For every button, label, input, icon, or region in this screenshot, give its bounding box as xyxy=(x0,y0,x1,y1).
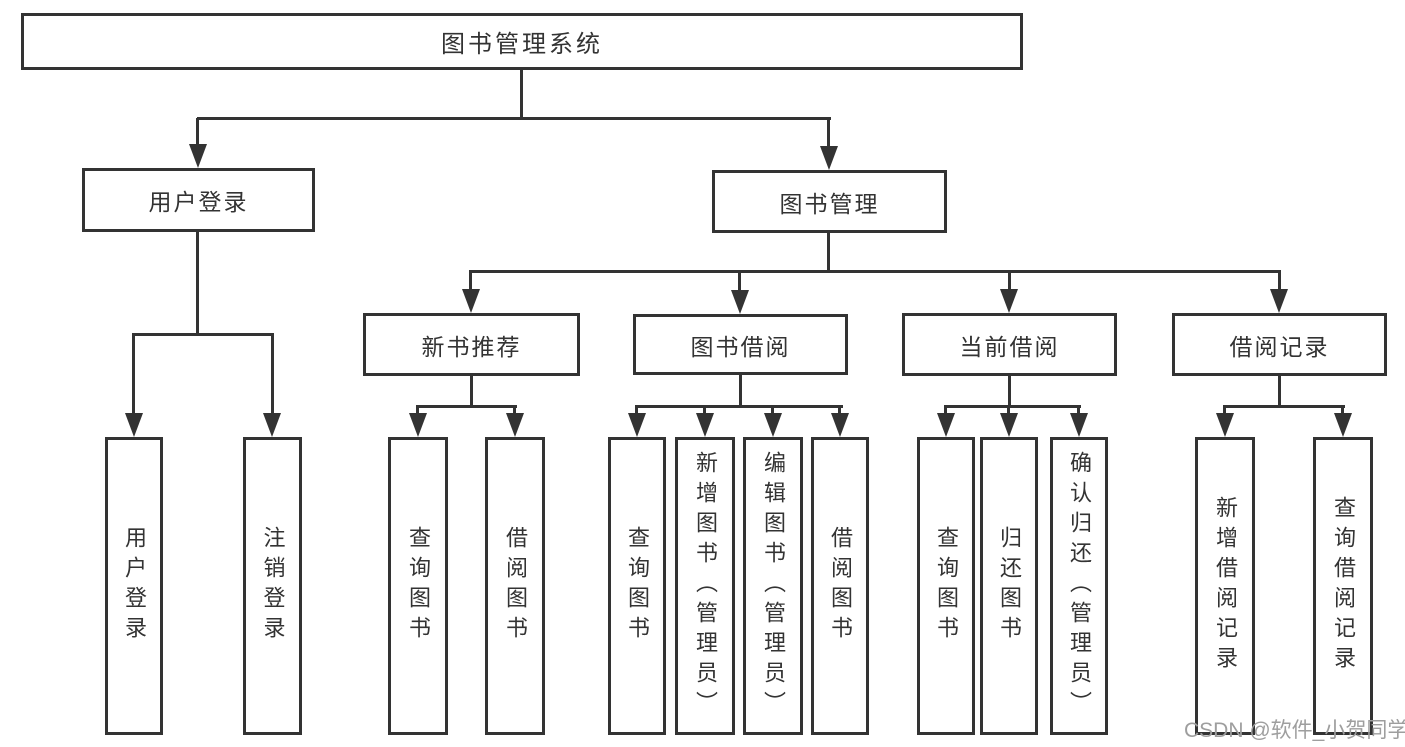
arrowhead xyxy=(628,413,646,437)
node-label: 确认归还（管理员） xyxy=(1067,451,1092,721)
connector-line xyxy=(197,117,831,120)
node-new-book-recommend: 新书推荐 xyxy=(363,313,580,376)
connector-line xyxy=(944,405,1081,408)
node-label: 编辑图书（管理员） xyxy=(761,451,786,721)
connector-line xyxy=(1278,376,1281,407)
arrowhead xyxy=(1334,413,1352,437)
connector-line xyxy=(416,405,517,408)
node-user-login: 用户登录 xyxy=(82,168,315,232)
csdn-watermark: CSDN @软件_小贺同学 xyxy=(1184,719,1405,742)
leaf-bb-query-books: 查询图书 xyxy=(608,437,666,735)
node-borrowing-records: 借阅记录 xyxy=(1172,313,1387,376)
connector-line xyxy=(470,376,473,407)
arrowhead xyxy=(764,413,782,437)
connector-line xyxy=(1008,376,1011,407)
connector-line xyxy=(838,406,841,415)
arrowhead xyxy=(696,413,714,437)
connector-line xyxy=(1008,271,1011,291)
arrowhead-to-current-borrowing xyxy=(1000,289,1018,313)
node-label: 当前借阅 xyxy=(959,333,1060,360)
connector-line xyxy=(469,270,1281,273)
connector-line xyxy=(1278,271,1281,291)
node-label: 新增图书（管理员） xyxy=(693,451,718,721)
connector-line xyxy=(520,70,523,120)
node-current-borrowing: 当前借阅 xyxy=(902,313,1117,376)
arrowhead-to-book-management xyxy=(820,146,838,170)
leaf-user-login: 用户登录 xyxy=(105,437,163,735)
leaf-br-add-record: 新增借阅记录 xyxy=(1195,437,1255,735)
leaf-nb-query-books: 查询图书 xyxy=(388,437,448,735)
connector-line xyxy=(1341,406,1344,415)
connector-line xyxy=(1007,406,1010,415)
connector-line xyxy=(271,334,274,414)
connector-line xyxy=(513,406,516,415)
arrowhead-to-new-book-recommend xyxy=(462,289,480,313)
connector-line xyxy=(827,233,830,272)
connector-line xyxy=(771,406,774,415)
connector-line xyxy=(635,405,843,408)
arrowhead xyxy=(1070,413,1088,437)
node-label: 图书借阅 xyxy=(690,333,791,360)
arrowhead xyxy=(937,413,955,437)
arrowhead xyxy=(506,413,524,437)
arrowhead xyxy=(831,413,849,437)
leaf-logout: 注销登录 xyxy=(243,437,302,735)
node-label: 查询图书 xyxy=(406,526,431,646)
connector-line xyxy=(196,118,199,146)
connector-line xyxy=(738,271,741,292)
connector-line xyxy=(1223,405,1345,408)
arrowhead-to-leaf-user-login xyxy=(125,413,143,437)
node-label: 借阅图书 xyxy=(828,526,853,646)
connector-line xyxy=(827,118,830,148)
node-label: 用户登录 xyxy=(148,189,249,215)
connector-line xyxy=(416,406,419,415)
node-book-management: 图书管理 xyxy=(712,170,947,233)
connector-line xyxy=(635,406,638,415)
connector-line xyxy=(132,333,274,336)
node-label: 查询借阅记录 xyxy=(1331,496,1356,676)
node-label: 查询图书 xyxy=(934,526,959,646)
arrowhead xyxy=(1000,413,1018,437)
arrowhead-to-book-borrowing xyxy=(731,290,749,314)
node-label: 新书推荐 xyxy=(421,333,522,360)
node-label: 图书管理系统 xyxy=(441,31,603,58)
connector-line xyxy=(196,231,199,336)
leaf-br-query-record: 查询借阅记录 xyxy=(1313,437,1373,735)
arrowhead-to-borrowing-records xyxy=(1270,289,1288,313)
node-root-book-management-system: 图书管理系统 xyxy=(21,13,1023,70)
connector-line xyxy=(1223,406,1226,415)
connector-line xyxy=(469,271,472,291)
arrowhead xyxy=(1216,413,1234,437)
node-label: 图书管理 xyxy=(779,190,880,217)
connector-line xyxy=(132,334,135,414)
node-label: 用户登录 xyxy=(122,526,147,646)
node-label: 查询图书 xyxy=(625,526,650,646)
node-book-borrowing: 图书借阅 xyxy=(633,314,848,375)
arrowhead xyxy=(409,413,427,437)
node-label: 新增借阅记录 xyxy=(1213,496,1238,676)
node-label: 借阅图书 xyxy=(503,526,528,646)
leaf-cb-confirm-return-admin: 确认归还（管理员） xyxy=(1050,437,1108,735)
node-label: 注销登录 xyxy=(260,526,286,646)
connector-line xyxy=(1077,406,1080,415)
leaf-nb-borrow-books: 借阅图书 xyxy=(485,437,545,735)
leaf-cb-return-books: 归还图书 xyxy=(980,437,1038,735)
leaf-bb-borrow-books: 借阅图书 xyxy=(811,437,869,735)
node-label: 借阅记录 xyxy=(1229,333,1330,360)
arrowhead-to-user-login xyxy=(189,144,207,168)
connector-line xyxy=(739,375,742,407)
node-label: 归还图书 xyxy=(997,526,1022,646)
leaf-cb-query-books: 查询图书 xyxy=(917,437,975,735)
connector-line xyxy=(703,406,706,415)
leaf-bb-add-books-admin: 新增图书（管理员） xyxy=(675,437,735,735)
leaf-bb-edit-books-admin: 编辑图书（管理员） xyxy=(743,437,803,735)
arrowhead-to-leaf-logout xyxy=(263,413,281,437)
connector-line xyxy=(944,406,947,415)
